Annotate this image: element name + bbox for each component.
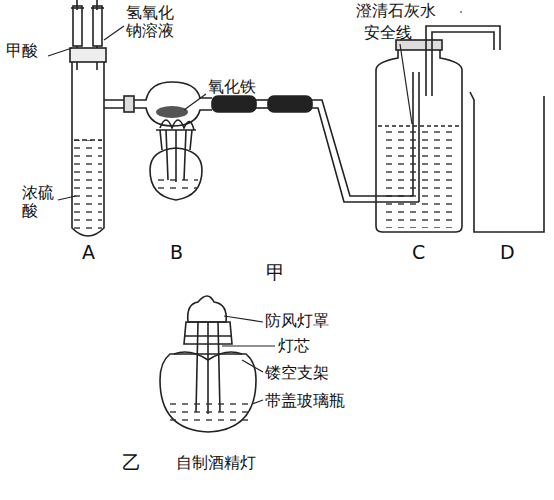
label-text: 澄清石灰水 <box>356 2 456 20</box>
label-text: 灯芯 <box>278 337 328 355</box>
beaker <box>470 92 544 232</box>
rubber-tube <box>212 96 376 202</box>
label-text: 镂空支架 <box>265 364 345 382</box>
label-text: 氢氧化钠溶液 <box>126 4 178 41</box>
leader-line <box>48 12 462 200</box>
reaction-tube <box>104 82 212 126</box>
label-text: 甲 <box>266 262 290 284</box>
label-text: A <box>82 242 102 264</box>
gas-bottle <box>376 26 500 232</box>
label-text: D <box>500 242 520 264</box>
test-tube <box>70 48 106 236</box>
label-text: C <box>412 242 432 264</box>
label-text: 安全线 <box>364 24 424 42</box>
label-text: 甲酸 <box>6 42 50 60</box>
label-text: 防风灯罩 <box>265 312 345 330</box>
spirit-lamp-detail <box>160 296 256 432</box>
label-text: 浓硫酸 <box>22 184 58 221</box>
label-text: 自制酒精灯 <box>176 454 286 472</box>
label-text: 带盖玻璃瓶 <box>265 392 365 410</box>
label-text: B <box>170 242 190 264</box>
label-text: 乙 <box>122 452 146 474</box>
label-text: 氧化铁 <box>208 78 268 96</box>
spirit-lamp <box>150 120 202 200</box>
